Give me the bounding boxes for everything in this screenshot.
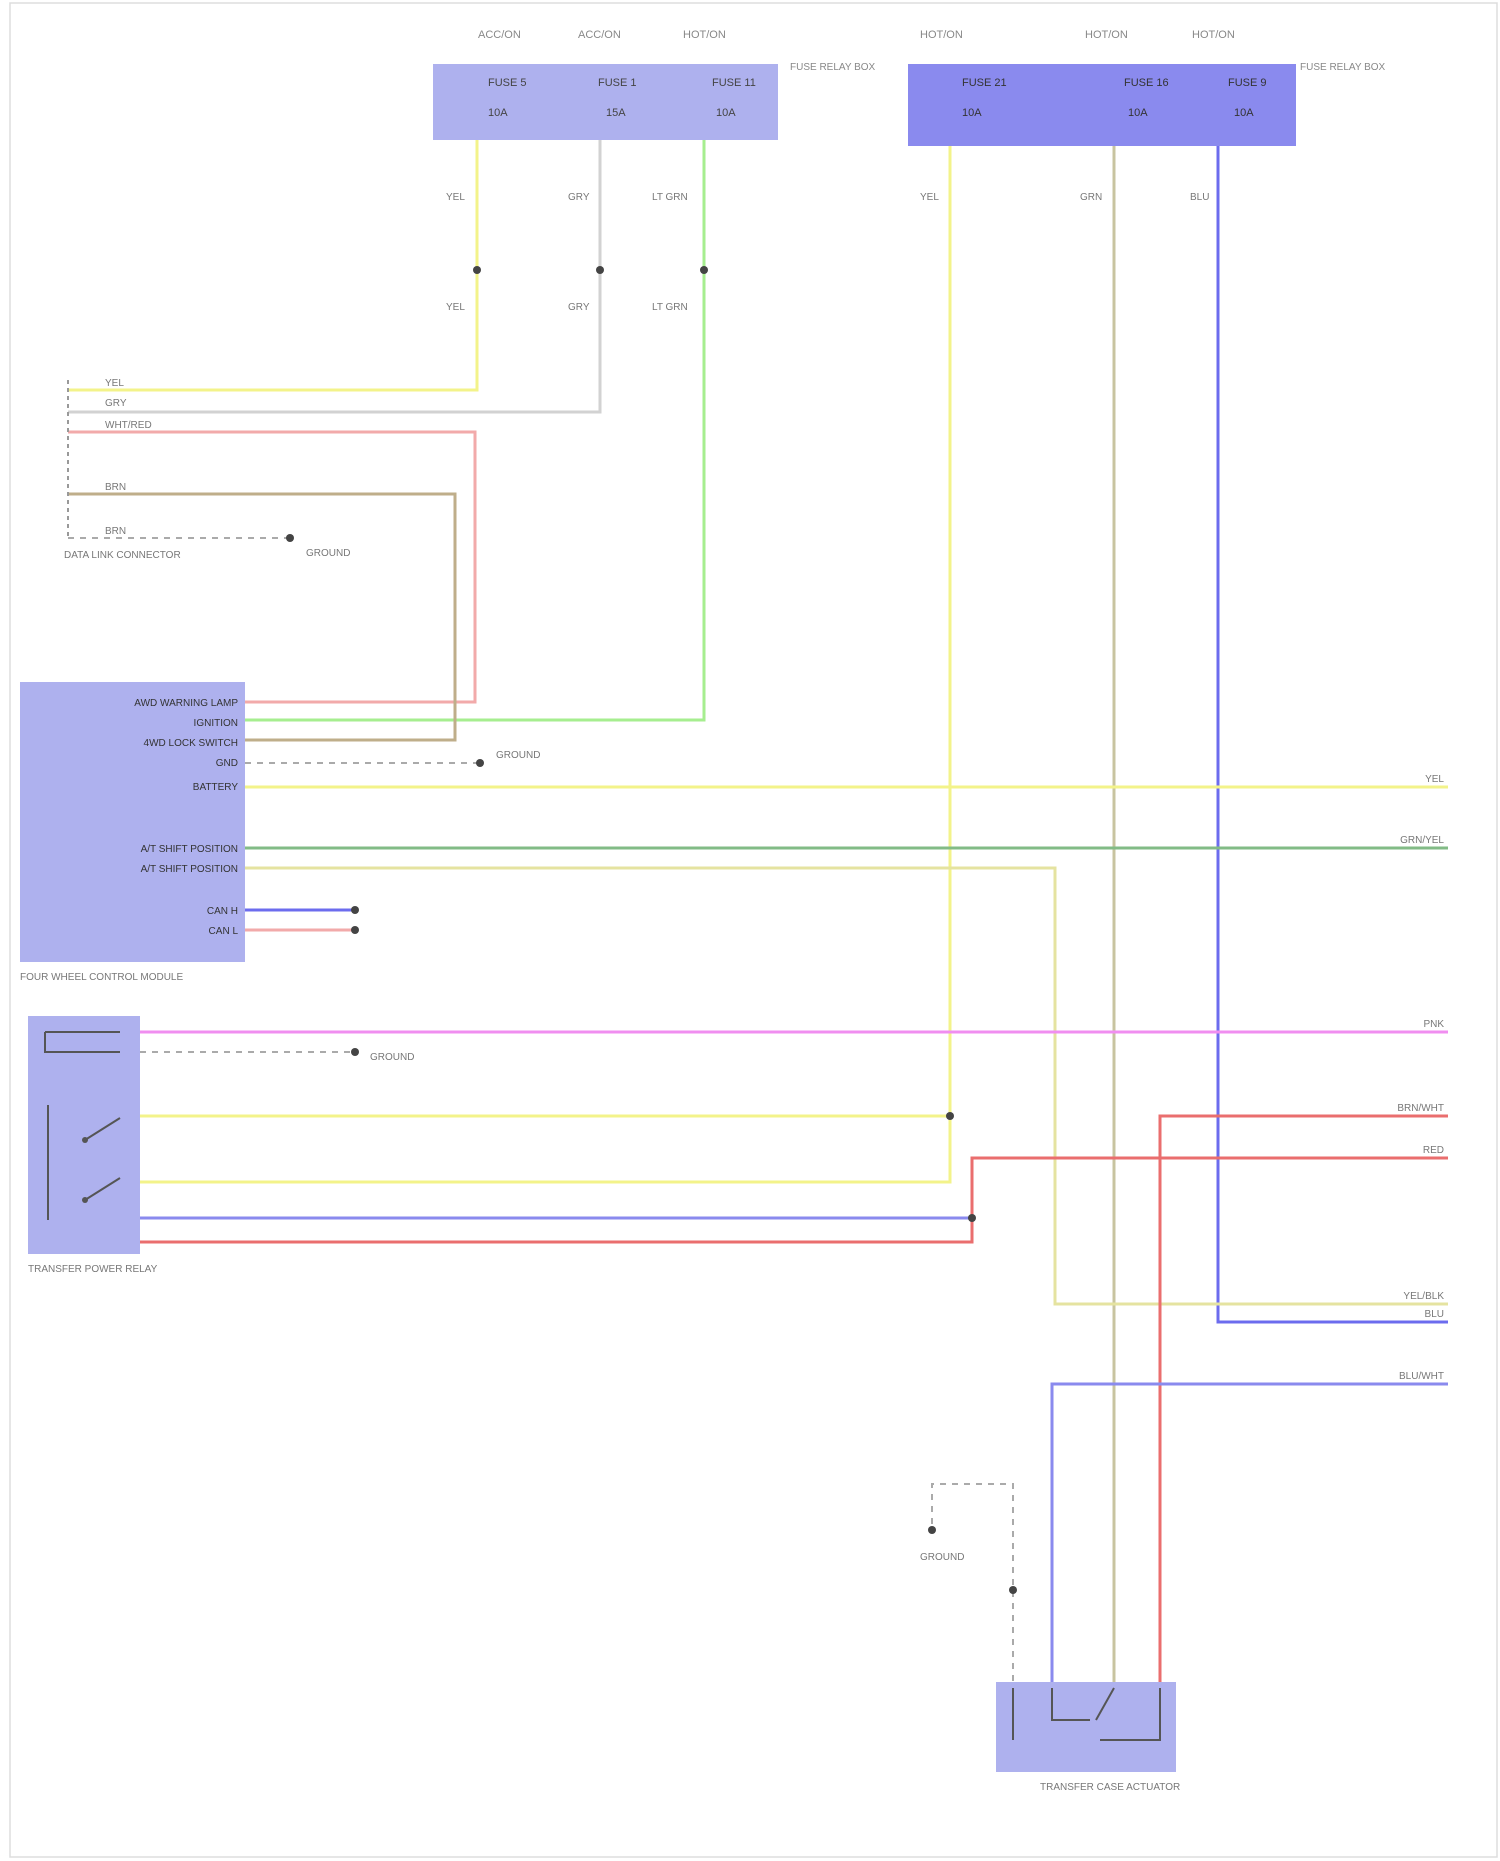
wire-red-right-relay — [140, 1158, 1448, 1242]
wire-label: GRN — [1080, 192, 1102, 203]
module-pin-label: IGNITION — [194, 718, 238, 729]
ground-dot — [928, 1526, 936, 1534]
fuse-box-2-label: FUSE RELAY BOX — [1300, 62, 1386, 73]
wire-yellow-black-shift — [245, 868, 1448, 1304]
fuse-4-header: HOT/ON — [920, 29, 963, 41]
fuse-box-1-body — [433, 64, 778, 140]
right-wire-label: BLU — [1425, 1309, 1444, 1320]
splice-dot — [1009, 1586, 1017, 1594]
fuse-4-name: FUSE 21 — [962, 77, 1007, 89]
relay-contact-icon — [82, 1197, 88, 1203]
splice-dot — [351, 926, 359, 934]
wire-pink-dlc-module — [68, 432, 475, 702]
dlc-wire-label: WHT/RED — [105, 420, 152, 431]
wire-label: LT GRN — [652, 192, 688, 203]
fuse-box-2: HOT/ON HOT/ON HOT/ON FUSE 21 FUSE 16 FUS… — [908, 29, 1386, 146]
splice-dots — [286, 266, 1017, 1594]
splice-dot — [968, 1214, 976, 1222]
module-pin-label: A/T SHIFT POSITION — [141, 864, 238, 875]
wire-label: GRY — [568, 302, 590, 313]
fuse-4-rating: 10A — [962, 107, 982, 119]
wire-blue-fuse9-right — [1218, 146, 1448, 1322]
fuse-5-name: FUSE 16 — [1124, 77, 1169, 89]
module-ground-label: GROUND — [496, 750, 540, 761]
fuse-1-rating: 10A — [488, 107, 508, 119]
actuator-ground-label: GROUND — [920, 1552, 964, 1563]
fuse-5-header: HOT/ON — [1085, 29, 1128, 41]
module-pin-label: CAN L — [209, 926, 239, 937]
right-wire-label: YEL/BLK — [1403, 1291, 1444, 1302]
right-wire-label: GRN/YEL — [1400, 835, 1444, 846]
ground-dot — [476, 759, 484, 767]
dlc-label: DATA LINK CONNECTOR — [64, 550, 181, 561]
wire-label: YEL — [920, 192, 939, 203]
wire-label: YEL — [446, 302, 465, 313]
fuse-6-name: FUSE 9 — [1228, 77, 1267, 89]
fuse-box-1: ACC/ON ACC/ON HOT/ON FUSE 5 FUSE 1 FUSE … — [433, 29, 876, 140]
fuse-6-header: HOT/ON — [1192, 29, 1235, 41]
wire-label: BLU — [1190, 192, 1209, 203]
wire-label: GRY — [568, 192, 590, 203]
right-continuation-labels: YEL GRN/YEL PNK BRN/WHT RED YEL/BLK BLU … — [1397, 774, 1444, 1382]
transfer-case-actuator: TRANSFER CASE ACTUATOR GROUND — [920, 1552, 1180, 1793]
right-wire-label: RED — [1423, 1145, 1444, 1156]
dlc-wire-label: YEL — [105, 378, 124, 389]
fuse-1-header: ACC/ON — [478, 29, 521, 41]
wire-label: LT GRN — [652, 302, 688, 313]
wire-dashed-ground-loop — [932, 1484, 1013, 1688]
splice-dot — [473, 266, 481, 274]
fuse-3-rating: 10A — [716, 107, 736, 119]
dlc-ground-label: GROUND — [306, 548, 350, 559]
module-pin-label: BATTERY — [193, 782, 239, 793]
right-wire-label: YEL — [1425, 774, 1444, 785]
module-pin-label: GND — [216, 758, 238, 769]
right-wire-label: BRN/WHT — [1397, 1103, 1444, 1114]
fuse-2-name: FUSE 1 — [598, 77, 637, 89]
wires — [68, 140, 1448, 1688]
wire-red-right-actuator — [1160, 1116, 1448, 1688]
fuse-1-name: FUSE 5 — [488, 77, 527, 89]
actuator-label: TRANSFER CASE ACTUATOR — [1040, 1782, 1180, 1793]
actuator-body — [996, 1682, 1176, 1772]
relay-contact-icon — [82, 1137, 88, 1143]
splice-dot — [596, 266, 604, 274]
fuse-2-rating: 15A — [606, 107, 626, 119]
splice-dot — [946, 1112, 954, 1120]
right-wire-label: PNK — [1423, 1019, 1444, 1030]
wire-bluewhite-right-actuator — [1052, 1384, 1448, 1688]
splice-dot — [351, 906, 359, 914]
relay-ground-label: GROUND — [370, 1052, 414, 1063]
module-pin-label: CAN H — [207, 906, 238, 917]
module-pin-label: AWD WARNING LAMP — [134, 698, 238, 709]
fuse-5-rating: 10A — [1128, 107, 1148, 119]
ground-dot — [286, 534, 294, 542]
fuse-2-header: ACC/ON — [578, 29, 621, 41]
wire-yellow-fuse5-dlc — [68, 140, 477, 390]
fuse-3-header: HOT/ON — [683, 29, 726, 41]
ground-dot — [351, 1048, 359, 1056]
wire-yellow-fuse21-relay — [140, 146, 950, 1182]
fuse-6-rating: 10A — [1234, 107, 1254, 119]
four-wheel-control-module: AWD WARNING LAMP IGNITION 4WD LOCK SWITC… — [20, 682, 540, 983]
splice-dot — [700, 266, 708, 274]
fuse-wire-labels: YEL GRY LT GRN YEL GRY LT GRN YEL GRN BL… — [446, 192, 1209, 313]
wire-label: YEL — [446, 192, 465, 203]
data-link-connector: YEL GRY WHT/RED BRN BRN DATA LINK CONNEC… — [64, 378, 350, 561]
fuse-box-1-label: FUSE RELAY BOX — [790, 62, 876, 73]
wire-gray-fuse1-dlc — [68, 140, 600, 412]
fuse-3-name: FUSE 11 — [712, 77, 756, 89]
dlc-wire-label: BRN — [105, 482, 126, 493]
relay-label: TRANSFER POWER RELAY — [28, 1264, 158, 1275]
dlc-wire-label: BRN — [105, 526, 126, 537]
module-pin-label: 4WD LOCK SWITCH — [144, 738, 238, 749]
module-label: FOUR WHEEL CONTROL MODULE — [20, 972, 183, 983]
dlc-wire-label: GRY — [105, 398, 127, 409]
module-pin-label: A/T SHIFT POSITION — [141, 844, 238, 855]
right-wire-label: BLU/WHT — [1399, 1371, 1444, 1382]
